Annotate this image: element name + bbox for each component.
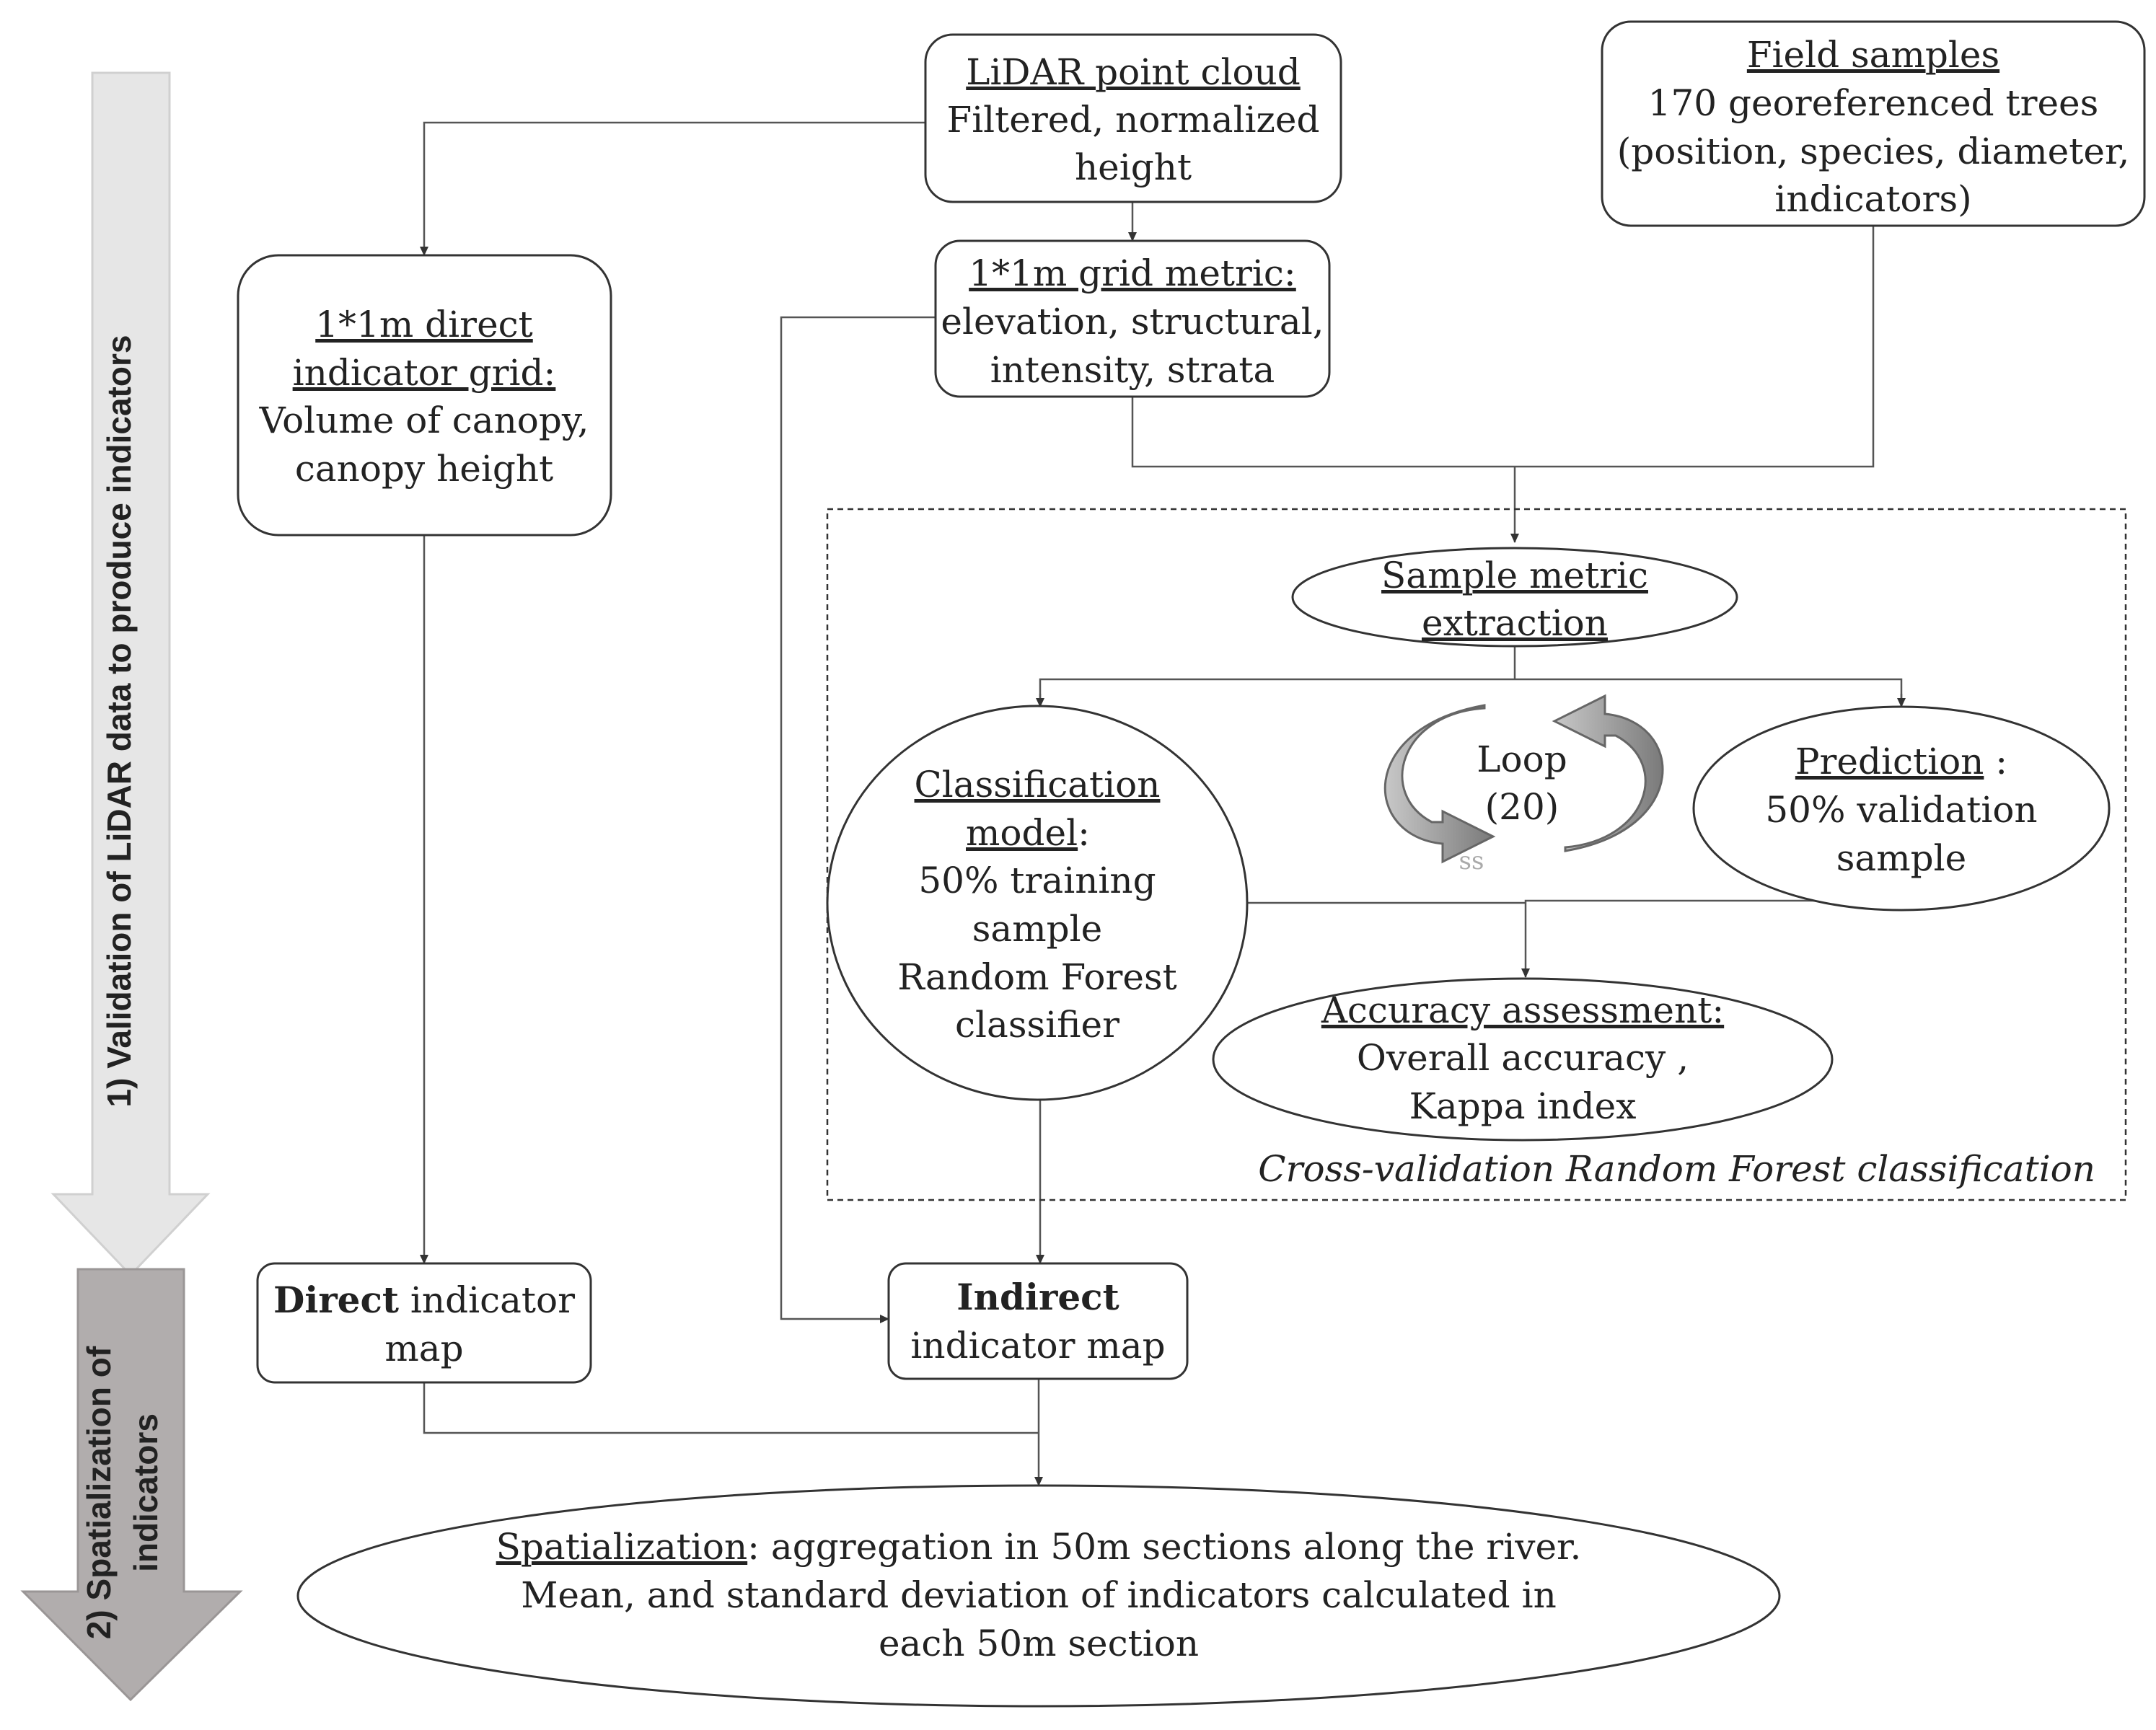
prediction-title-suffix: : xyxy=(1984,741,2007,782)
sample-extraction-node: Sample metric extraction xyxy=(1291,547,1738,648)
indirect-map-line2: indicator map xyxy=(910,1325,1165,1367)
field-title: Field samples xyxy=(1747,34,1999,76)
accuracy-line2: Kappa index xyxy=(1409,1085,1637,1127)
classification-line3: Random Forest xyxy=(897,956,1177,998)
field-line1: 170 georeferenced trees xyxy=(1648,82,2099,124)
prediction-ellipse xyxy=(1692,705,2111,912)
grid-metric-box xyxy=(934,239,1331,398)
spatialization-line3: each 50m section xyxy=(879,1623,1199,1664)
lidar-line2: height xyxy=(1075,146,1192,188)
connector-metric-indirect xyxy=(780,316,936,1323)
field-line2: (position, species, diameter, xyxy=(1617,131,2130,172)
direct-grid-title1: 1*1m direct xyxy=(315,304,533,345)
classification-circle xyxy=(826,705,1249,1101)
accuracy-ellipse xyxy=(1212,977,1834,1142)
grid-metric-title: 1*1m grid metric: xyxy=(969,252,1296,294)
indirect-map-bold: Indirect xyxy=(956,1276,1119,1318)
accuracy-node: Accuracy assessment: Overall accuracy , … xyxy=(1212,977,1834,1142)
cross-validation-frame xyxy=(826,508,2127,1201)
direct-map-box xyxy=(256,1262,592,1384)
loop-node: Loop (20) ss xyxy=(1383,694,1664,875)
classification-title2: model xyxy=(966,812,1078,854)
prediction-line1: 50% validation xyxy=(1765,789,2037,831)
classification-node: Classification model: 50% training sampl… xyxy=(826,705,1249,1101)
grid-metric-node: 1*1m grid metric: elevation, structural,… xyxy=(934,239,1331,398)
prediction-title-row: Prediction : xyxy=(1795,741,2007,782)
direct-map-rest: indicator xyxy=(399,1279,575,1321)
connector-to-accuracy xyxy=(1521,899,1903,978)
direct-grid-node: 1*1m direct indicator grid: Volume of ca… xyxy=(237,254,612,537)
classification-line4: classifier xyxy=(955,1004,1119,1046)
direct-grid-line2: canopy height xyxy=(295,448,553,490)
sample-extraction-ellipse xyxy=(1291,547,1738,648)
spatialization-line2: Mean, and standard deviation of indicato… xyxy=(521,1574,1557,1616)
direct-map-line1: Direct indicator xyxy=(273,1279,575,1321)
direct-map-node: Direct indicator map xyxy=(256,1262,592,1384)
phase2-arrow: 2) Spatialization of indicators xyxy=(20,1268,243,1702)
phase1-arrow: 1) Validation of LiDAR data to produce i… xyxy=(50,71,211,1277)
connectors xyxy=(420,121,1906,1486)
phase2-label-line2: indicators xyxy=(127,1413,164,1572)
indirect-map-box xyxy=(887,1262,1189,1380)
spatialization-line1: Spatialization: aggregation in 50m secti… xyxy=(496,1526,1582,1568)
prediction-node: Prediction : 50% validation sample xyxy=(1692,705,2111,912)
direct-grid-line1: Volume of canopy, xyxy=(259,400,589,441)
loop-line1: Loop xyxy=(1477,738,1567,780)
prediction-line2: sample xyxy=(1836,837,1966,879)
classification-line1: 50% training xyxy=(918,860,1156,901)
accuracy-line1: Overall accuracy , xyxy=(1357,1037,1689,1079)
field-node: Field samples 170 georeferenced trees (p… xyxy=(1601,20,2146,227)
indirect-map-node: Indirect indicator map xyxy=(887,1262,1189,1380)
spatialization-title-rest: : aggregation in 50m sections along the … xyxy=(747,1526,1581,1568)
phase1-arrow-shape xyxy=(50,71,211,1277)
cross-validation-caption: Cross-validation Random Forest classific… xyxy=(1258,1148,2095,1190)
loop-left-arrow-icon xyxy=(1383,704,1496,864)
spatialization-ellipse xyxy=(296,1484,1781,1708)
connector-lidar-direct xyxy=(420,121,959,256)
connector-merge xyxy=(1131,226,1875,468)
spatialization-node: Spatialization: aggregation in 50m secti… xyxy=(296,1484,1781,1708)
sample-extraction-line2: extraction xyxy=(1422,602,1608,644)
lidar-title: LiDAR point cloud xyxy=(966,51,1301,93)
loop-line2: (20) xyxy=(1485,786,1559,828)
accuracy-title: Accuracy assessment: xyxy=(1321,989,1724,1031)
direct-grid-box xyxy=(237,254,612,537)
phase2-arrow-shape xyxy=(20,1268,243,1702)
direct-grid-title2: indicator grid: xyxy=(293,352,556,394)
lidar-line1: Filtered, normalized xyxy=(947,99,1320,141)
grid-metric-line1: elevation, structural, xyxy=(941,301,1324,343)
direct-map-bold: Direct xyxy=(273,1279,399,1321)
loop-right-arrow-icon xyxy=(1552,694,1664,852)
grid-metric-line2: intensity, strata xyxy=(990,349,1275,391)
field-box xyxy=(1601,20,2146,227)
direct-map-line2: map xyxy=(384,1328,463,1369)
connector-split xyxy=(1039,678,1903,707)
sample-extraction-line1: Sample metric xyxy=(1381,555,1648,596)
phase2-label-line1: 2) Spatialization of xyxy=(80,1346,118,1639)
loop-mark: ss xyxy=(1459,847,1484,875)
phase1-label: 1) Validation of LiDAR data to produce i… xyxy=(100,335,138,1108)
connector-direct-map-down xyxy=(423,1382,1039,1434)
lidar-node: LiDAR point cloud Filtered, normalized h… xyxy=(924,33,1342,203)
classification-line2: sample xyxy=(972,908,1102,950)
lidar-box xyxy=(924,33,1342,203)
classification-title2-row: model: xyxy=(966,812,1090,854)
spatialization-title: Spatialization xyxy=(496,1526,748,1568)
field-line3: indicators) xyxy=(1774,178,1971,220)
classification-title1: Classification xyxy=(915,764,1161,806)
prediction-title: Prediction xyxy=(1795,741,1984,782)
classification-title2-suffix: : xyxy=(1078,812,1090,854)
